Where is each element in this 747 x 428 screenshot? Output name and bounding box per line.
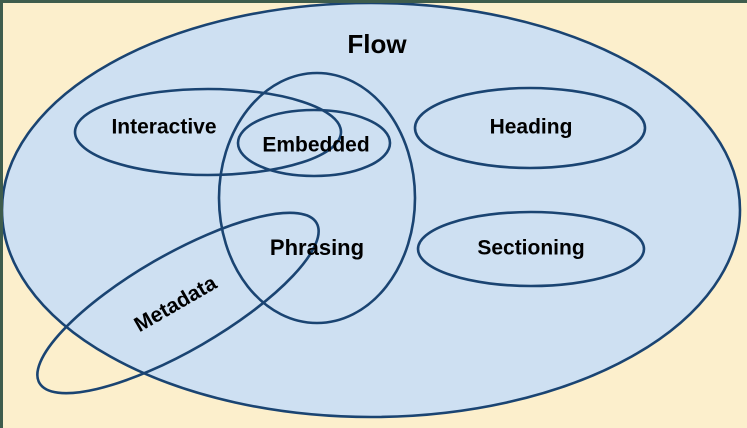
venn-set-fill-flow xyxy=(2,3,740,417)
venn-label-flow: Flow xyxy=(347,29,407,59)
venn-label-interactive: Interactive xyxy=(111,116,216,139)
venn-set-outline-phrasing[interactable] xyxy=(217,71,417,325)
venn-label-sectioning: Sectioning xyxy=(477,237,584,260)
venn-set-outline-heading[interactable] xyxy=(413,86,647,170)
venn-label-phrasing: Phrasing xyxy=(270,235,364,260)
venn-label-heading: Heading xyxy=(490,116,573,139)
venn-label-embedded: Embedded xyxy=(262,134,369,157)
venn-set-outline-metadata[interactable] xyxy=(15,181,340,424)
venn-set-outline-interactive[interactable] xyxy=(73,87,343,177)
venn-set-outline-embedded[interactable] xyxy=(236,108,392,178)
venn-set-outline-sectioning[interactable] xyxy=(416,210,646,288)
